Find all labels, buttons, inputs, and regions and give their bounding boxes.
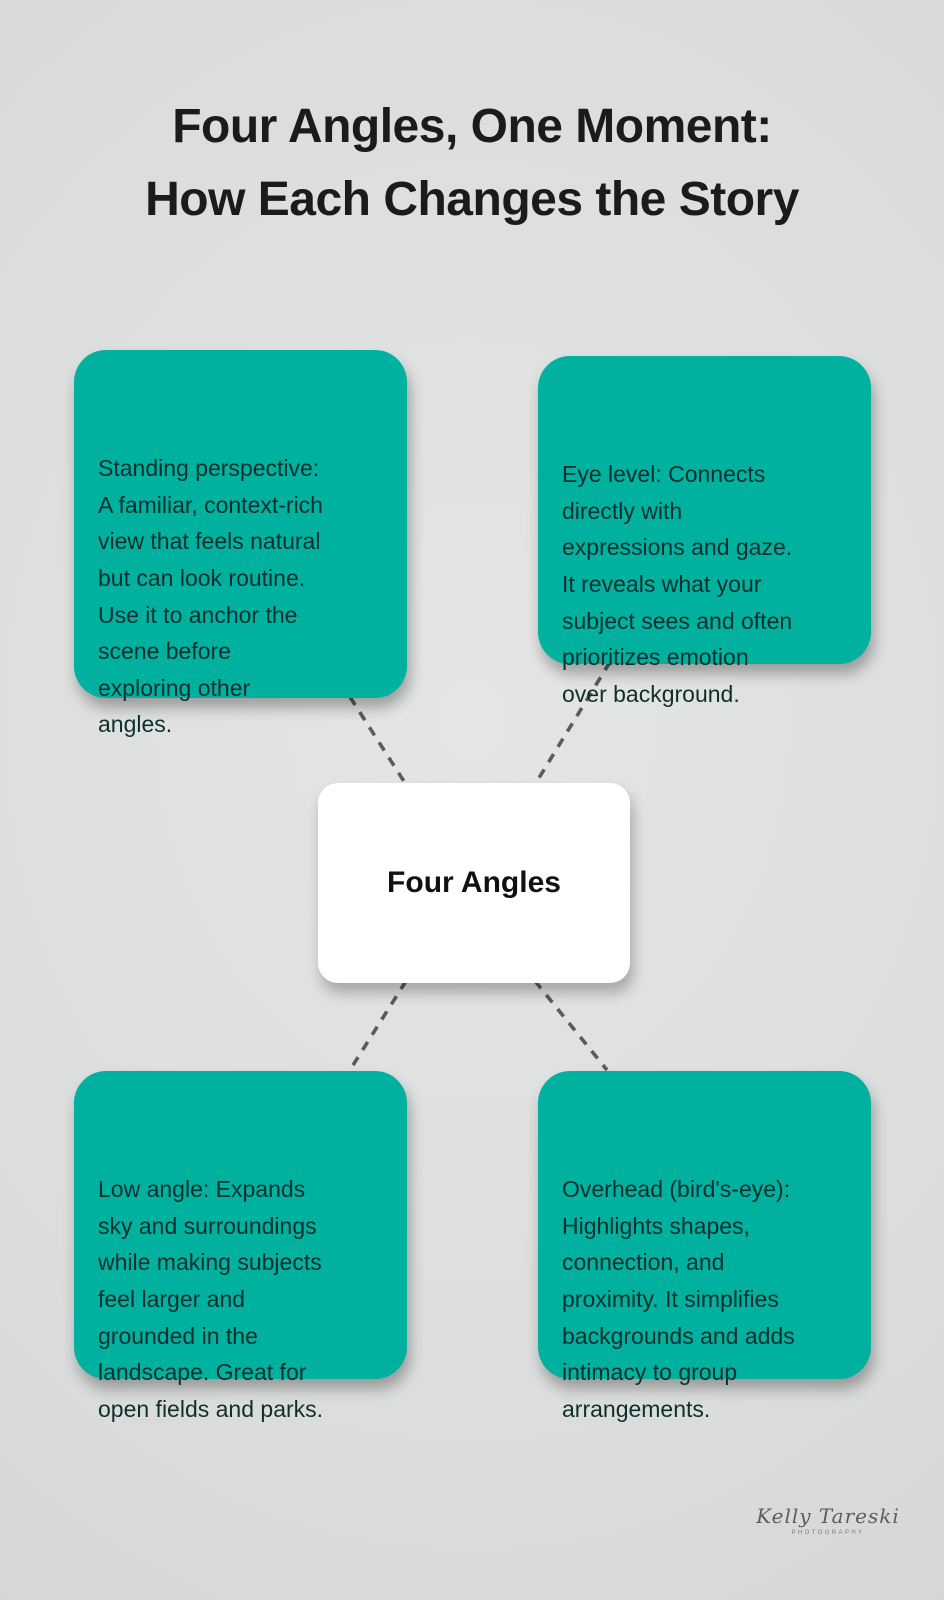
signature-subtitle: PHOTOGRAPHY — [791, 1530, 865, 1536]
node-standing-perspective: Standing perspective: A familiar, contex… — [74, 350, 407, 737]
node-standing-perspective-text: Standing perspective: A familiar, contex… — [98, 455, 323, 738]
connector-top-right — [532, 661, 612, 787]
node-low-angle-text: Low angle: Expands sky and surroundings … — [98, 1176, 324, 1422]
page-title: Four Angles, One Moment: How Each Change… — [0, 90, 944, 236]
page-title-line-2: How Each Changes the Story — [145, 173, 799, 226]
connector-bottom-right — [533, 979, 609, 1072]
node-overhead-text: Overhead (bird's-eye): Highlights shapes… — [562, 1176, 795, 1422]
center-node-label: Four Angles — [387, 866, 561, 899]
photographer-signature: Kelly Tareski PHOTOGRAPHY — [748, 1504, 908, 1536]
node-eye-level: Eye level: Connects directly with expres… — [538, 356, 871, 707]
node-low-angle: Low angle: Expands sky and surroundings … — [74, 1071, 407, 1422]
connector-bottom-left — [348, 980, 408, 1071]
page-title-line-1: Four Angles, One Moment: — [172, 100, 772, 153]
node-eye-level-text: Eye level: Connects directly with expres… — [562, 461, 793, 707]
signature-name: Kelly Tareski — [756, 1504, 900, 1528]
node-overhead: Overhead (bird's-eye): Highlights shapes… — [538, 1071, 871, 1422]
center-node: Four Angles — [318, 783, 630, 983]
